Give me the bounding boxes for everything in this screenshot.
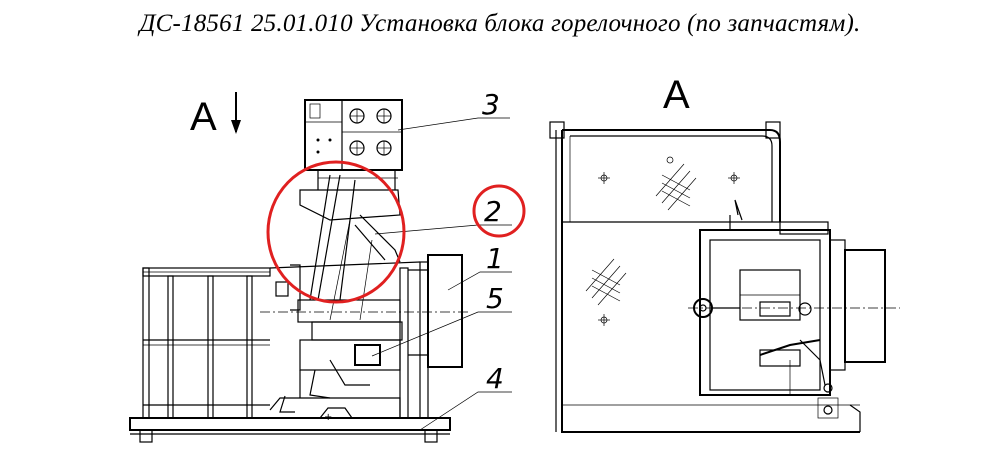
callout-4: 4	[486, 362, 504, 395]
front-cabinet	[549, 121, 861, 433]
front-burner-unit	[688, 199, 900, 419]
control-cabinet	[304, 99, 403, 190]
callout-5: 5	[486, 282, 504, 315]
side-view: А	[129, 88, 526, 443]
hatch-plate-upper	[655, 163, 697, 211]
burner-assembly	[260, 174, 470, 413]
view-direction-arrow-icon	[231, 92, 241, 134]
side-view-callouts: 3 2 1 5 4	[371, 88, 512, 431]
callout-2: 2	[484, 195, 502, 228]
highlight-circle-assembly	[266, 160, 406, 304]
highlight-circle-callout-2	[472, 184, 526, 238]
drawing-title: ДС-18561 25.01.010 Установка блока горел…	[139, 10, 861, 37]
platform-frame: +	[129, 261, 451, 443]
callout-1: 1	[486, 242, 504, 275]
fastener-marks	[598, 156, 740, 326]
side-view-label: А	[190, 95, 217, 139]
front-view-label: А	[663, 73, 690, 117]
callout-3: 3	[482, 88, 500, 121]
plus-marker-icon: +	[324, 412, 332, 423]
front-view: А	[549, 73, 900, 433]
hatch-plate-lower	[585, 258, 627, 306]
